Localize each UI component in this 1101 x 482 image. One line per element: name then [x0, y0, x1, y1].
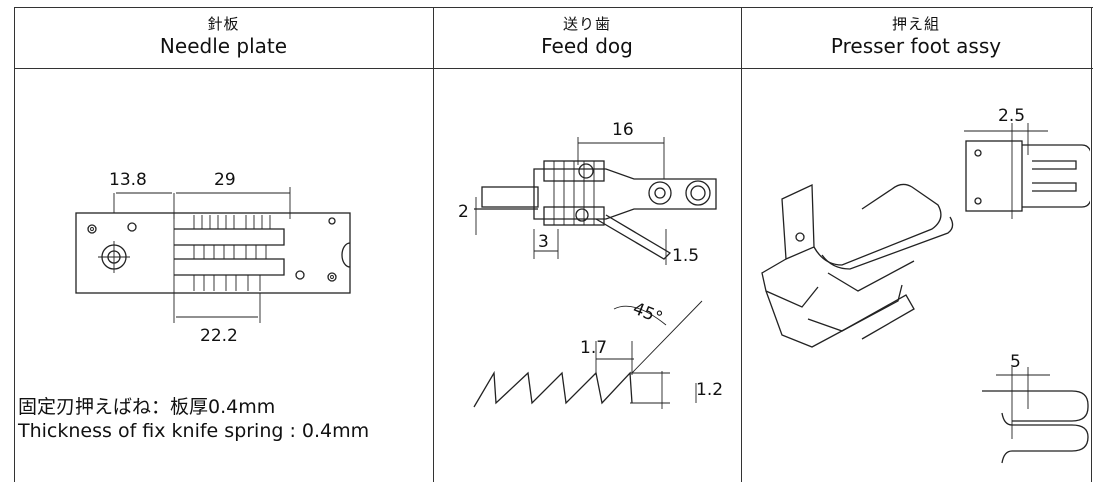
- dim-22-2: 22.2: [200, 326, 238, 346]
- dim-16: 16: [612, 120, 634, 140]
- header-en: Needle plate: [159, 34, 288, 58]
- dim-2-5: 2.5: [998, 106, 1025, 126]
- dim-29: 29: [214, 170, 236, 190]
- table-left-border: [14, 7, 15, 482]
- note-jp: 固定刃押えばね：板厚0.4mm: [18, 396, 276, 418]
- column-divider-2: [741, 7, 742, 482]
- dim-3: 3: [538, 232, 549, 252]
- needle-plate-diagram: 13.8 29: [75, 170, 351, 346]
- header-needle-plate: 針板 Needle plate: [14, 8, 433, 84]
- dim-2: 2: [458, 202, 469, 222]
- header-en: Feed dog: [541, 34, 633, 58]
- header-presser-foot: 押え組 Presser foot assy: [741, 8, 1091, 84]
- column-divider-1: [433, 7, 434, 482]
- dim-1-2: 1.2: [696, 380, 723, 400]
- header-en: Presser foot assy: [830, 34, 1002, 58]
- header-jp: 送り歯: [562, 15, 611, 33]
- spring-note: 固定刃押えばね：板厚0.4mm Thickness of fix knife s…: [18, 395, 369, 443]
- dim-1-7: 1.7: [580, 338, 607, 358]
- dim-1-5: 1.5: [672, 246, 699, 266]
- spec-table: 針板 Needle plate 送り歯 Feed dog 押え組 Presser…: [14, 7, 1093, 482]
- feed-dog-diagram: 16 2 3 1.5 1.2: [458, 120, 723, 409]
- header-divider: [14, 68, 1093, 69]
- note-en: Thickness of fix knife spring : 0.4mm: [18, 420, 370, 442]
- dim-13-8: 13.8: [109, 170, 147, 190]
- dim-5: 5: [1010, 352, 1021, 372]
- table-top-border: [14, 7, 1093, 8]
- header-jp: 針板: [207, 15, 240, 33]
- presser-foot-diagram: 2.5 5: [761, 106, 1090, 464]
- dim-45-deg: 45°: [630, 299, 665, 329]
- header-feed-dog: 送り歯 Feed dog: [433, 8, 741, 84]
- header-jp: 押え組: [891, 15, 940, 33]
- table-right-border: [1091, 7, 1092, 482]
